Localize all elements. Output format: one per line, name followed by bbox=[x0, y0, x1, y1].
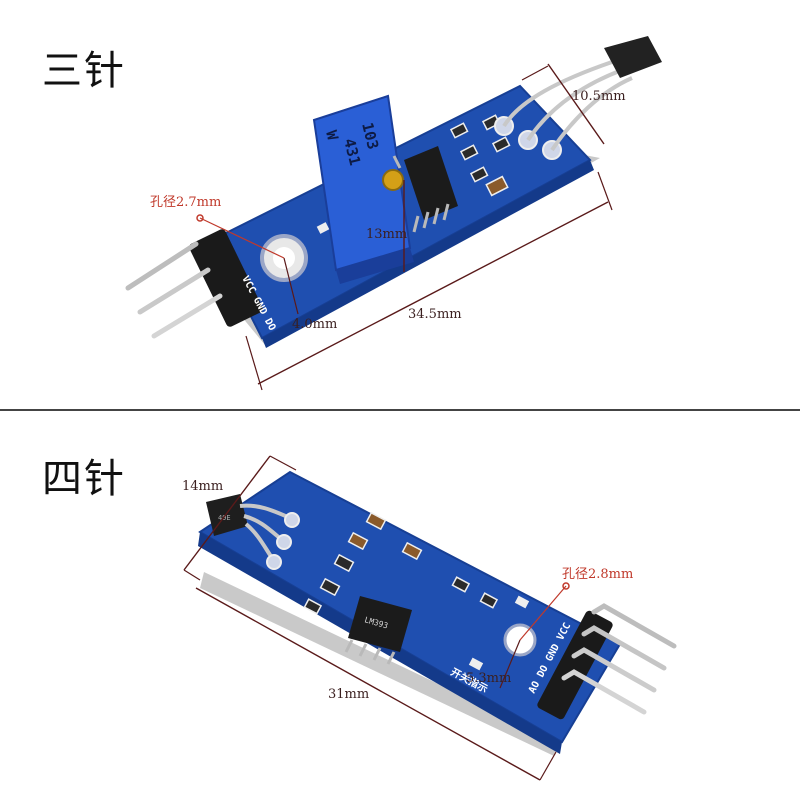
smd-resistor bbox=[469, 166, 489, 183]
length-label: 34.5mm bbox=[408, 307, 462, 322]
sensor-marking: 49E bbox=[218, 514, 231, 522]
chip-leg bbox=[386, 651, 396, 665]
pin-1 bbox=[591, 603, 677, 649]
chip-leg bbox=[412, 215, 420, 233]
smd-resistor bbox=[319, 577, 341, 597]
smd-resistor bbox=[449, 122, 469, 139]
chip-leg bbox=[358, 643, 368, 657]
chip-leg bbox=[432, 207, 440, 225]
dimension-lines bbox=[196, 63, 613, 391]
hole-offset-label: 4.0mm bbox=[292, 317, 337, 332]
width-extension-line bbox=[521, 65, 549, 81]
smd-capacitor bbox=[347, 531, 369, 551]
pin-2 bbox=[581, 625, 667, 671]
four-pin-module-illustration: 49E LM393 bbox=[182, 455, 677, 781]
smd-led bbox=[316, 222, 330, 234]
smd-resistor bbox=[303, 598, 323, 615]
header-pins bbox=[125, 229, 263, 339]
sensor-lead bbox=[502, 60, 613, 128]
three-pin-section: 三针 VCC GND DO 431 W 103 bbox=[42, 36, 662, 391]
sensor-pad bbox=[276, 534, 292, 550]
dimension-lines bbox=[183, 455, 570, 781]
length-extension-line bbox=[539, 751, 557, 781]
chip-body bbox=[404, 146, 458, 220]
hall-sensor bbox=[494, 36, 662, 160]
hole-leader-line bbox=[519, 585, 567, 641]
pin-3 bbox=[151, 293, 223, 339]
length-dimension-line bbox=[257, 201, 609, 385]
hole-marker bbox=[196, 214, 204, 222]
sensor-pad bbox=[284, 512, 300, 528]
switch-led bbox=[468, 657, 484, 671]
chip-leg bbox=[442, 203, 450, 221]
smd-capacitor bbox=[485, 175, 509, 197]
section-title-three-pin: 三针 bbox=[42, 48, 126, 94]
chip-leg bbox=[422, 211, 430, 229]
height-label: 13mm bbox=[366, 227, 407, 242]
width-dimension-line bbox=[183, 455, 271, 571]
pin-2 bbox=[137, 267, 211, 315]
chip-leg bbox=[372, 647, 382, 661]
section-title-four-pin: 四针 bbox=[42, 456, 126, 502]
four-pin-section: 四针 49E bbox=[0, 412, 800, 800]
comparator-chip bbox=[392, 146, 458, 233]
pin-4 bbox=[561, 669, 647, 715]
smd-capacitor bbox=[401, 541, 423, 561]
smd-components bbox=[303, 511, 530, 671]
comparator-chip: LM393 bbox=[344, 596, 412, 665]
hall-sensor: 49E bbox=[206, 494, 300, 570]
smd-resistor bbox=[451, 576, 471, 593]
hole-leader-line bbox=[199, 217, 285, 259]
smd-resistor bbox=[333, 553, 355, 573]
length-extension-line bbox=[245, 335, 263, 391]
hole-offset-line bbox=[499, 639, 521, 689]
sensor-lead bbox=[526, 68, 623, 142]
length-dimension-line bbox=[195, 587, 541, 781]
sensor-lead bbox=[244, 522, 274, 560]
hole-label: 孔径2.8mm bbox=[562, 567, 633, 582]
hole-marker bbox=[562, 582, 570, 590]
chip-leg bbox=[392, 155, 402, 169]
power-led bbox=[514, 595, 530, 609]
sensor-lead bbox=[550, 76, 633, 152]
smd-components bbox=[316, 114, 511, 234]
chip-body bbox=[348, 596, 412, 652]
length-extension-line bbox=[597, 171, 613, 211]
width-extension-line bbox=[269, 455, 297, 471]
chip-leg bbox=[344, 639, 354, 653]
pcb-board-side bbox=[262, 160, 594, 348]
pin-3 bbox=[571, 647, 657, 693]
smd-resistor bbox=[459, 144, 479, 161]
hole-offset-label: 5.3mm bbox=[466, 671, 511, 686]
pin-1 bbox=[125, 241, 199, 291]
potentiometer: 431 W 103 bbox=[312, 94, 414, 284]
pin-header-block bbox=[537, 610, 613, 720]
length-label: 31mm bbox=[328, 687, 369, 702]
width-label: 14mm bbox=[182, 479, 223, 494]
width-label: 10.5mm bbox=[572, 89, 626, 104]
pin-header-block bbox=[189, 229, 263, 327]
hole-offset-line bbox=[283, 257, 299, 315]
three-pin-module-illustration: VCC GND DO 431 W 103 bbox=[125, 36, 662, 391]
width-dimension-line bbox=[547, 63, 605, 145]
section-divider bbox=[0, 409, 800, 411]
sensor-body bbox=[604, 36, 662, 78]
smd-resistor bbox=[491, 136, 511, 153]
potentiometer-side bbox=[336, 248, 414, 284]
smd-capacitor bbox=[365, 511, 387, 531]
smd-resistor bbox=[479, 592, 499, 609]
sensor-pad bbox=[266, 554, 282, 570]
hole-label: 孔径2.7mm bbox=[150, 195, 221, 210]
width-extension-line bbox=[183, 569, 201, 581]
sensor-body bbox=[206, 494, 248, 536]
header-pins bbox=[537, 603, 677, 720]
potentiometer-screw bbox=[382, 169, 404, 191]
board-edge-shadow bbox=[200, 572, 560, 756]
